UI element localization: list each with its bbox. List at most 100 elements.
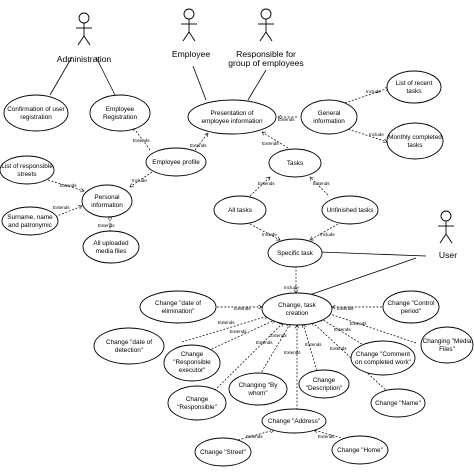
uc-label: Change "Name": [375, 400, 421, 407]
assoc-admin-confirm: [49, 56, 73, 96]
uc-change-address: [261, 408, 327, 434]
rel-label: Extends: [318, 434, 335, 439]
rel-label: Extends: [256, 340, 273, 345]
uc-all-tasks: [213, 195, 267, 225]
rel-label: Extends: [262, 141, 279, 146]
dep-all-tasks: [249, 177, 270, 197]
rel-label: Extends: [133, 138, 150, 143]
uc-label: Specific task: [277, 250, 314, 257]
uc-changing-by-whom: [228, 372, 288, 406]
uc-change-description: [298, 369, 350, 399]
rel-label: Extends: [278, 117, 295, 122]
stick-figure-icon: [258, 8, 274, 42]
rel-label: Include: [366, 89, 381, 94]
uc-change-home: [331, 435, 389, 465]
rel-label: Include: [284, 285, 299, 290]
uc-unfinished-tasks: [321, 195, 379, 225]
rel-label: Extends: [337, 306, 354, 311]
assoc-user-specific: [319, 251, 427, 257]
rel-label: Extends: [190, 143, 207, 148]
uc-list-of-responsible-streets: [0, 155, 55, 185]
uc-label: Change "Street": [200, 449, 246, 456]
stick-figure-icon: [438, 210, 454, 244]
dep-resp-exec-change: [204, 320, 275, 353]
actor-administration: Administration: [57, 12, 112, 64]
rel-label: Extends: [330, 346, 347, 351]
uc-change-date-of-elimination: [139, 290, 217, 324]
dep-tasks-pres: [262, 131, 289, 149]
assoc-user-change: [294, 257, 417, 301]
dep-emp-reg-profile: [133, 127, 151, 151]
dep-surname-personal: [51, 206, 82, 219]
uc-personal-information: [81, 184, 133, 218]
uc-label: All tasks: [228, 207, 252, 214]
rel-label: Extends: [270, 333, 287, 338]
dep-name-change: [312, 322, 389, 393]
rel-label: Extends: [218, 320, 235, 325]
uc-employee-registration: [89, 94, 151, 132]
rel-label: Extends: [334, 327, 351, 332]
uc-label: Tasks: [287, 160, 303, 167]
dependencies: [47, 88, 417, 441]
uc-presentation-of-employee-information: [187, 99, 277, 135]
rel-label: Include: [369, 132, 384, 137]
rel-label: Extends: [305, 342, 322, 347]
uc-monthly-completed-tasks: [386, 122, 444, 160]
actor-employee: Employee: [172, 8, 210, 59]
dep-bywhom-change: [257, 324, 290, 379]
rel-label: Extends: [98, 223, 115, 228]
dep-detect-change: [181, 316, 268, 343]
uc-tasks: [268, 148, 322, 178]
uc-change-responsible: [167, 385, 227, 421]
uc-label: Unfinished tasks: [327, 207, 374, 214]
rel-label: Extends: [53, 205, 70, 210]
stick-figure-icon: [181, 8, 197, 42]
dep-streets-personal: [47, 179, 84, 191]
uc-confirmation-of-user-registration: [3, 94, 69, 132]
rel-label: Extends: [60, 183, 77, 188]
dep-comment-change: [320, 317, 366, 347]
uc-change-control-period: [382, 290, 440, 324]
uc-label: Employee profile: [152, 159, 200, 166]
actor-label: Administration: [57, 54, 112, 64]
uc-change-comment-on-completed-work: [350, 340, 416, 376]
assoc-employee-pres: [192, 65, 207, 101]
uc-change-responsible-executor: [163, 344, 221, 382]
actor-label: User: [439, 250, 457, 260]
rel-label: Extends: [284, 350, 301, 355]
uc-change-task-creation: [261, 292, 333, 326]
rel-label: Include: [262, 232, 277, 237]
assoc-admin-emp-reg: [95, 56, 116, 96]
rel-label: Include: [132, 178, 147, 183]
dep-profile-personal: [130, 171, 153, 187]
rel-label: Extends: [246, 434, 263, 439]
dep-unfinished-tasks: [310, 177, 329, 196]
rel-label: Extends: [258, 181, 275, 186]
actor-label: Employee: [172, 49, 210, 59]
rel-label: Extends: [350, 321, 367, 326]
uc-change-date-of-detection: [93, 327, 165, 365]
uc-employee-profile: [145, 147, 207, 177]
actor-user: User: [438, 210, 457, 260]
uc-label: Change "Home": [337, 447, 383, 454]
uc-list-of-recent-tasks: [386, 70, 442, 104]
